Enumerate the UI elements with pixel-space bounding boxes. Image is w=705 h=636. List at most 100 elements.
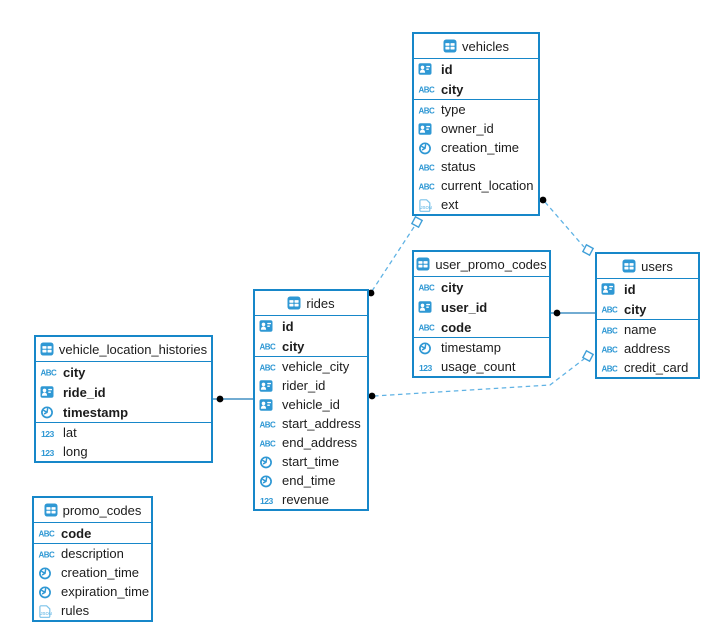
column-name: owner_id — [441, 121, 494, 136]
table-card-users[interactable]: users id ABC city ABC name ABC address A… — [595, 252, 700, 379]
table-card-rides[interactable]: rides id ABC city ABC vehicle_city rider… — [253, 289, 369, 511]
svg-text:ABC: ABC — [419, 163, 436, 172]
svg-text:JSON: JSON — [420, 205, 432, 210]
string-type-icon: ABC — [418, 82, 438, 96]
column-row: ABC city — [255, 336, 367, 356]
string-type-icon: ABC — [418, 179, 438, 193]
table-card-promo_codes[interactable]: promo_codes ABC code ABC description cre… — [32, 496, 153, 622]
column-row: ABC code — [34, 523, 151, 543]
relation-dot-marker — [553, 309, 561, 317]
relation-dot-marker — [216, 395, 224, 403]
table-header[interactable]: vehicle_location_histories — [36, 337, 211, 361]
svg-text:123: 123 — [41, 447, 55, 457]
columns-section: ABC description creation_time expiration… — [34, 543, 151, 620]
table-card-vehicle_location_histories[interactable]: vehicle_location_histories ABC city ride… — [34, 335, 213, 463]
column-row: creation_time — [34, 563, 151, 582]
time-type-icon — [259, 455, 279, 469]
column-name: city — [441, 81, 464, 97]
column-name: status — [441, 159, 476, 174]
string-type-icon: ABC — [418, 320, 438, 334]
uuid-type-icon — [418, 300, 438, 314]
svg-text:ABC: ABC — [39, 530, 56, 539]
column-row: ABC name — [597, 320, 698, 339]
column-name: rules — [61, 603, 90, 618]
column-row: owner_id — [414, 119, 538, 138]
string-type-icon: ABC — [601, 323, 621, 337]
uuid-type-icon — [418, 62, 438, 76]
table-name: rides — [306, 295, 335, 311]
column-name: city — [441, 279, 464, 295]
column-name: timestamp — [63, 404, 129, 420]
column-row: expiration_time — [34, 582, 151, 601]
columns-section: ABC name ABC address ABC credit_card — [597, 319, 698, 377]
column-name: creation_time — [441, 140, 520, 155]
primary-key-section: id ABC city — [597, 278, 698, 319]
column-name: city — [282, 338, 305, 354]
column-row: vehicle_id — [255, 395, 367, 414]
table-header[interactable]: promo_codes — [34, 498, 151, 522]
primary-key-section: id ABC city — [255, 315, 367, 356]
svg-text:JSON: JSON — [40, 611, 52, 616]
column-row: id — [414, 59, 538, 79]
column-name: name — [624, 322, 657, 337]
time-type-icon — [418, 341, 438, 355]
column-name: credit_card — [624, 360, 689, 375]
column-row: id — [255, 316, 367, 336]
column-row: ABC start_address — [255, 414, 367, 433]
column-row: ABC current_location — [414, 176, 538, 195]
columns-section: timestamp 123 usage_count — [414, 337, 549, 376]
columns-section: ABC vehicle_city rider_id vehicle_id ABC… — [255, 356, 367, 509]
primary-key-section: ABC city ride_id timestamp — [36, 361, 211, 422]
column-row: 123 long — [36, 442, 211, 461]
column-row: JSON rules — [34, 601, 151, 620]
uuid-type-icon — [259, 379, 279, 393]
svg-text:ABC: ABC — [419, 86, 436, 95]
column-name: end_time — [282, 473, 336, 488]
number-type-icon: 123 — [418, 360, 438, 374]
number-type-icon: 123 — [40, 445, 60, 459]
svg-text:123: 123 — [41, 428, 55, 438]
column-name: end_address — [282, 435, 358, 450]
column-name: code — [441, 319, 472, 335]
string-type-icon: ABC — [601, 342, 621, 356]
primary-key-section: ABC code — [34, 522, 151, 543]
table-name: promo_codes — [62, 502, 142, 518]
column-row: JSON ext — [414, 195, 538, 214]
column-name: user_id — [441, 299, 488, 315]
column-name: long — [63, 444, 88, 459]
string-type-icon: ABC — [259, 339, 279, 353]
column-row: ABC code — [414, 317, 549, 337]
string-type-icon: ABC — [38, 526, 58, 540]
column-row: id — [597, 279, 698, 299]
column-row: timestamp — [414, 338, 549, 357]
column-name: start_time — [282, 454, 340, 469]
column-row: ABC end_address — [255, 433, 367, 452]
table-header[interactable]: users — [597, 254, 698, 278]
column-row: start_time — [255, 452, 367, 471]
table-header[interactable]: vehicles — [414, 34, 538, 58]
svg-text:ABC: ABC — [419, 284, 436, 293]
string-type-icon: ABC — [601, 361, 621, 375]
column-row: ABC city — [414, 277, 549, 297]
time-type-icon — [38, 585, 58, 599]
table-card-vehicles[interactable]: vehicles id ABC city ABC type owner_id c… — [412, 32, 540, 216]
column-name: ride_id — [63, 384, 106, 400]
json-type-icon: JSON — [38, 604, 58, 618]
uuid-type-icon — [259, 398, 279, 412]
column-name: description — [61, 546, 124, 561]
table-name: user_promo_codes — [435, 256, 547, 272]
table-header[interactable]: user_promo_codes — [414, 252, 549, 276]
svg-text:ABC: ABC — [419, 182, 436, 191]
table-card-user_promo_codes[interactable]: user_promo_codes ABC city user_id ABC co… — [412, 250, 551, 378]
time-type-icon — [418, 141, 438, 155]
svg-text:ABC: ABC — [260, 363, 277, 372]
string-type-icon: ABC — [418, 280, 438, 294]
table-icon — [622, 259, 636, 273]
column-name: vehicle_city — [282, 359, 350, 374]
svg-text:ABC: ABC — [602, 364, 619, 373]
column-name: current_location — [441, 178, 534, 193]
table-header[interactable]: rides — [255, 291, 367, 315]
column-row: ABC city — [414, 79, 538, 99]
column-name: start_address — [282, 416, 361, 431]
table-name: vehicles — [462, 38, 509, 54]
